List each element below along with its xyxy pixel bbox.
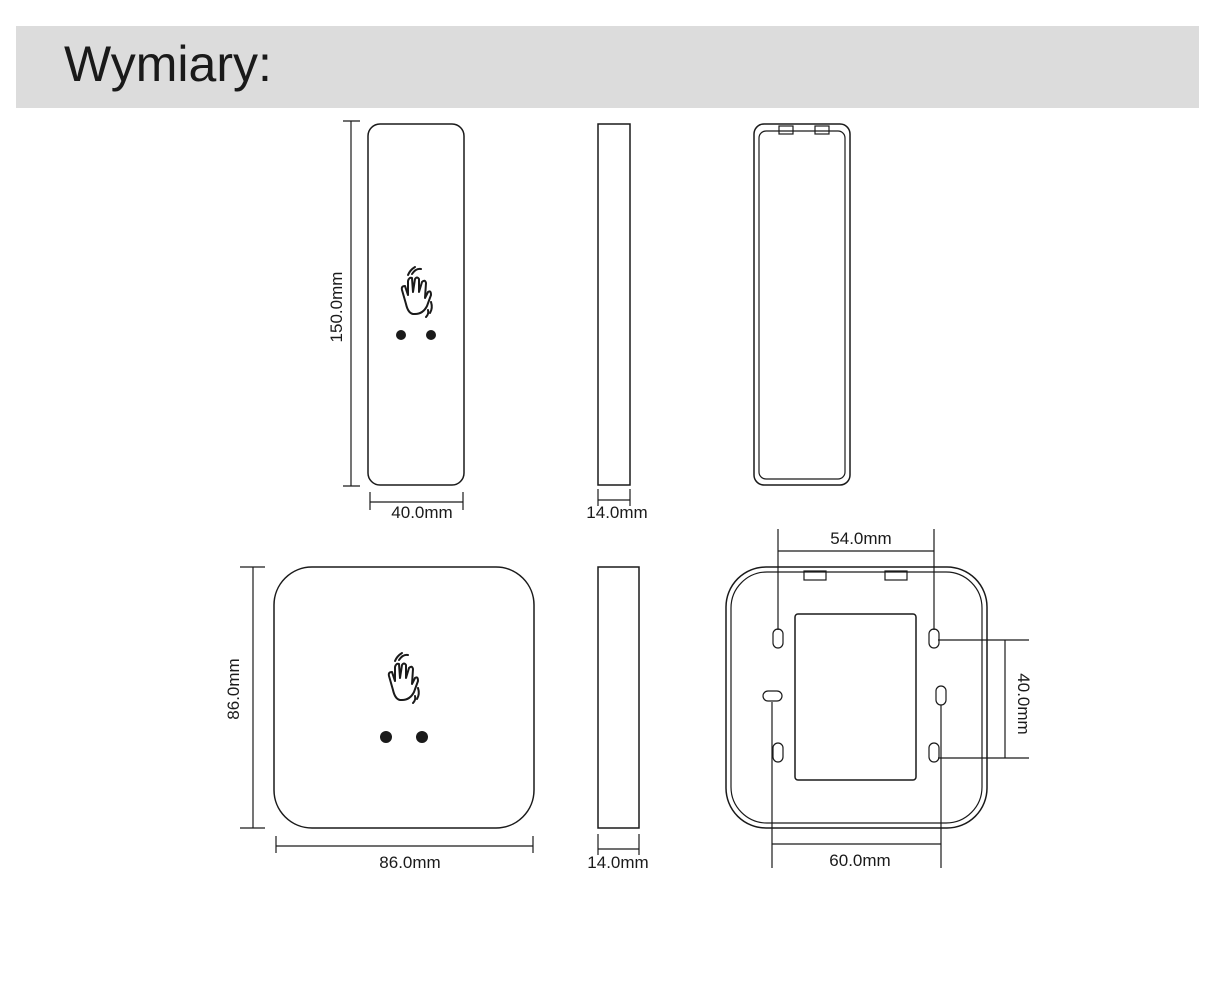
mount-slot bbox=[928, 628, 940, 649]
dim-square-width bbox=[275, 836, 534, 853]
mount-slot bbox=[935, 685, 947, 706]
header-bar: Wymiary: bbox=[16, 26, 1199, 108]
back-view-square bbox=[725, 566, 988, 829]
dim-square-width-label: 86.0mm bbox=[379, 853, 440, 872]
sensor-dot-left bbox=[396, 330, 406, 340]
sensor-dot-left bbox=[380, 731, 392, 743]
dim-tall-depth bbox=[597, 489, 631, 506]
mount-slot bbox=[772, 742, 784, 763]
dim-tall-depth-label: 14.0mm bbox=[586, 503, 647, 522]
back-view-tall bbox=[753, 123, 851, 486]
sensor-dot-right bbox=[416, 731, 428, 743]
dim-back-top bbox=[777, 529, 935, 630]
hand-wave-icon bbox=[387, 652, 420, 704]
hand-wave-icon bbox=[400, 266, 433, 318]
dim-square-height-label: 86.0mm bbox=[224, 658, 243, 719]
dim-square-height bbox=[240, 566, 265, 829]
dim-back-bottom-label: 60.0mm bbox=[829, 851, 890, 870]
dim-back-bottom bbox=[771, 702, 942, 868]
mount-slot bbox=[928, 742, 940, 763]
dim-tall-width-label: 40.0mm bbox=[391, 503, 452, 522]
side-view-square bbox=[597, 566, 640, 829]
mount-slot bbox=[762, 690, 783, 702]
front-view-tall bbox=[367, 123, 465, 486]
dim-back-top-label: 54.0mm bbox=[830, 529, 891, 548]
tall-front-outline bbox=[367, 123, 465, 486]
page-title: Wymiary: bbox=[64, 36, 272, 92]
sensor-dot-right bbox=[426, 330, 436, 340]
side-view-tall bbox=[597, 123, 631, 486]
dim-tall-height-label: 150.0mm bbox=[327, 272, 346, 343]
dim-square-depth bbox=[597, 834, 640, 855]
dim-back-side bbox=[938, 639, 1029, 759]
dim-tall-width bbox=[369, 492, 464, 510]
dim-tall-height bbox=[343, 120, 360, 487]
dim-square-depth-label: 14.0mm bbox=[587, 853, 648, 872]
mount-slot bbox=[772, 628, 784, 649]
dim-back-side-label: 40.0mm bbox=[1014, 673, 1033, 734]
front-view-square bbox=[273, 566, 535, 829]
